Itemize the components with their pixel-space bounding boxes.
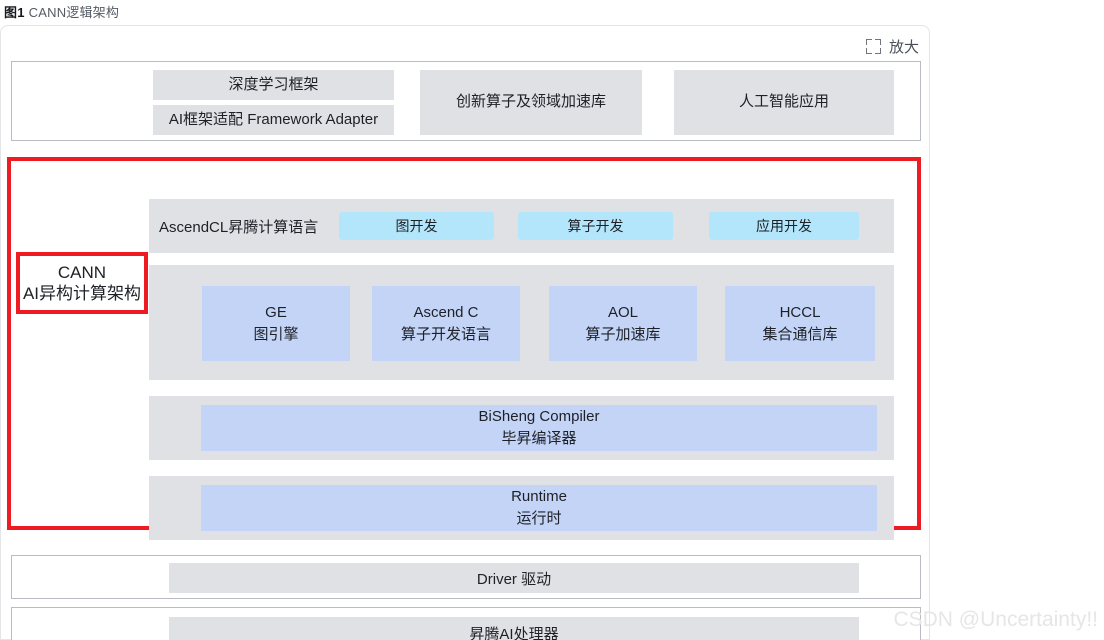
box-ai-applications: 人工智能应用 [674, 70, 894, 135]
runtime-desc: 运行时 [516, 510, 562, 527]
engine-box-aol: AOL 算子加速库 [549, 286, 697, 361]
ascendcl-title: AscendCL昇腾计算语言 [159, 218, 319, 236]
csdn-watermark: CSDN @Uncertainty!! [893, 608, 1098, 631]
engine-desc: 算子开发语言 [400, 325, 491, 343]
engine-desc: 图引擎 [253, 325, 299, 343]
cann-subtitle: AI异构计算架构 [22, 284, 142, 303]
ascendcl-item-application-dev: 应用开发 [709, 212, 859, 240]
diagram-card: 放大 深度学习框架 AI框架适配 Framework Adapter 创新算子及… [0, 25, 930, 640]
engine-name: AOL [607, 303, 638, 321]
compiler-desc: 毕昇编译器 [501, 430, 577, 447]
ascendcl-item-operator-dev: 算子开发 [518, 212, 673, 240]
enlarge-label: 放大 [888, 39, 919, 56]
engine-box-hccl: HCCL 集合通信库 [725, 286, 875, 361]
ascendcl-item-graph-dev: 图开发 [339, 212, 494, 240]
runtime-box: Runtime 运行时 [201, 485, 877, 531]
compiler-row: BiSheng Compiler 毕昇编译器 [149, 396, 894, 460]
ascendcl-row: AscendCL昇腾计算语言 图开发 算子开发 应用开发 [149, 199, 894, 253]
figure-title: CANN逻辑架构 [28, 5, 120, 20]
driver-band: Driver 驱动 [11, 555, 921, 599]
engine-box-ge: GE 图引擎 [202, 286, 350, 361]
runtime-name: Runtime [511, 488, 567, 506]
engine-box-ascend-c: Ascend C 算子开发语言 [372, 286, 520, 361]
top-layer-band: 深度学习框架 AI框架适配 Framework Adapter 创新算子及领域加… [11, 61, 921, 141]
figure-number: 图1 [4, 5, 25, 20]
engine-desc: 集合通信库 [762, 325, 838, 343]
engine-desc: 算子加速库 [585, 325, 661, 343]
compiler-name: BiSheng Compiler [478, 408, 600, 426]
engine-name: GE [265, 303, 287, 321]
runtime-row: Runtime 运行时 [149, 476, 894, 540]
box-deep-learning-framework: 深度学习框架 [153, 70, 394, 100]
box-framework-adapter: AI框架适配 Framework Adapter [153, 105, 394, 135]
compiler-box-bisheng: BiSheng Compiler 毕昇编译器 [201, 405, 877, 451]
box-driver: Driver 驱动 [169, 563, 859, 593]
engines-row: GE 图引擎 Ascend C 算子开发语言 AOL 算子加速库 HCCL 集合… [149, 265, 894, 380]
cann-title: CANN [57, 262, 107, 282]
box-ascend-ai-processor: 昇腾AI处理器 [169, 617, 859, 640]
enlarge-button[interactable]: 放大 [865, 36, 919, 57]
expand-corners-icon [865, 39, 881, 54]
engine-name: HCCL [779, 303, 821, 321]
engine-name: Ascend C [413, 303, 479, 321]
cann-label-box: CANN AI异构计算架构 [16, 252, 148, 314]
processor-band: 昇腾AI处理器 [11, 607, 921, 640]
box-innovative-operators: 创新算子及领域加速库 [420, 70, 642, 135]
